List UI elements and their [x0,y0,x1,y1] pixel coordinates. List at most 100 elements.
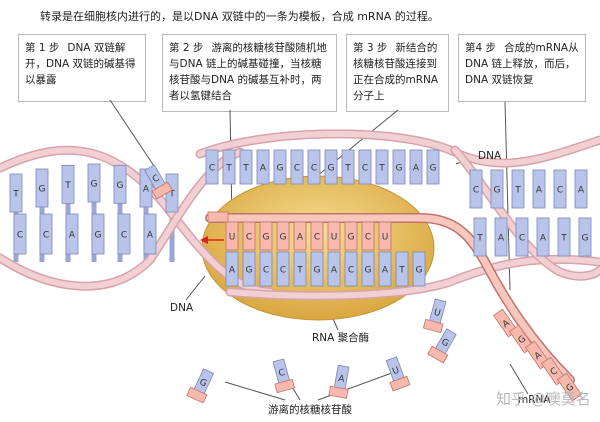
free-nucleotide-phosphate [186,386,208,404]
template-base: T [293,251,307,287]
template-base: G [412,251,426,287]
left-top-base-letter: T [64,181,71,191]
mrna-tail-base-letter: G [565,382,576,394]
step-3-box: 第 3 步新结合的核糖核苷酸连接到正在合成的mRNA 分子上 [346,34,449,112]
mrna-leader [509,363,529,395]
nontemplate-base-letter: T [344,164,351,174]
free-nucleotide-letter: U [433,308,442,319]
right-top-base-letter: A [578,186,585,196]
template-base: C [259,251,273,287]
left-bottom-base-letter: C [121,231,127,241]
right-bottom-base: T [473,217,487,257]
step-1-leader [109,99,159,173]
right-bottom-base: A [494,217,508,257]
left-top-base-letter: G [91,180,98,190]
template-base: A [225,251,239,287]
free-nucleotide-letter: C [278,368,287,379]
free-nucleotide-letter: A [337,374,346,385]
rna-base-letter: A [297,233,304,243]
rna-base: C [242,221,256,251]
rna-base: U [225,221,239,251]
left-bottom-base: C [13,213,27,255]
nontemplate-base: A [409,149,423,185]
template-base: C [276,251,290,287]
nontemplate-base: T [341,149,355,185]
nontemplate-base: G [426,149,440,185]
rna-base: G [344,221,358,251]
mrna-tail-base-letter: G [517,334,528,346]
left-top-base-letter: T [168,190,175,200]
left-top-base-letter: G [39,185,46,195]
right-top-base-letter: C [557,186,563,196]
left-bottom-base-letter: C [43,231,49,241]
step-4-leader [504,101,511,291]
rna-base-letter: U [331,233,338,243]
template-base: G [361,251,375,287]
step-2-text: 游离的核糖核苷酸随机地与DNA 链上的碱基碰撞，当核糖核苷酸与DNA 的碱基互补… [169,42,327,102]
right-top-base-letter: C [473,186,479,196]
right-top-base: A [532,169,546,209]
rna-base: U [327,221,341,251]
left-top-base: G [87,163,101,203]
template-base-letter: A [331,266,338,276]
right-top-base: C [469,169,483,209]
step-2-heading: 第 2 步 [169,42,204,54]
nontemplate-base: T [222,149,236,185]
template-base-letter: G [314,266,321,276]
left-bottom-base: C [39,213,53,255]
incoming-nucleotide [207,211,229,223]
nontemplate-base-letter: G [430,164,437,174]
right-top-base: A [574,169,588,209]
rna-base-letter: G [348,233,355,243]
nontemplate-base-letter: C [294,164,300,174]
nontemplate-base: C [358,149,372,185]
watermark: 知乎 @噢莫名 [496,390,591,408]
step-3-heading: 第 3 步 [353,42,388,54]
right-top-base: T [511,169,525,209]
nontemplate-base: G [324,149,338,185]
left-bottom-base: G [91,213,105,255]
template-base-letter: C [263,266,269,276]
step-4-box: 第4 步合成的mRNA从 DNA 链上释放，而后，DNA 双链恢复 [458,34,586,102]
rna-base: G [276,221,290,251]
template-base-letter: C [348,266,354,276]
free-nucleotide-phosphate [274,378,296,394]
nontemplate-base: T [375,149,389,185]
right-bottom-base: C [515,217,529,257]
free-nucleotide-letter: C [151,173,161,185]
nontemplate-base-letter: C [311,164,317,174]
ntp-leader-a [224,381,286,401]
left-top-base-letter: G [117,181,124,191]
direction-arrow [200,236,224,244]
right-bottom-base-letter: A [540,234,547,244]
right-top-base-letter: A [536,186,543,196]
template-base-letter: T [296,266,303,276]
nontemplate-base-letter: G [328,164,335,174]
rna-base: U [378,221,392,251]
rna-polymerase-label: RNA 聚合酶 [312,332,370,344]
left-bottom-base-letter: C [17,231,23,241]
nontemplate-base: G [392,149,406,185]
nontemplate-base-letter: C [209,164,215,174]
rna-base-letter: G [280,233,287,243]
dna-left-leader [185,275,206,301]
nontemplate-base-letter: A [413,164,420,174]
free-nucleotide-letter: U [391,366,401,378]
step-3-text: 新结合的核糖核苷酸连接到正在合成的mRNA 分子上 [353,42,439,102]
rna-base-letter: C [246,233,252,243]
nontemplate-base-letter: G [277,164,284,174]
template-base: A [327,251,341,287]
rna-base-letter: G [263,233,270,243]
nontemplate-base: T [239,149,253,185]
left-top-base: G [35,168,49,208]
nontemplate-base: C [205,149,219,185]
right-top-base-letter: T [514,186,521,196]
template-base-letter: A [229,266,236,276]
nontemplate-base: G [273,149,287,185]
step-2-box: 第 2 步游离的核糖核苷酸随机地与DNA 链上的碱基碰撞，当核糖核苷酸与DNA … [162,34,337,112]
free-nucleotide-letter: G [439,337,450,349]
left-bottom-base: C [117,213,131,255]
template-base-letter: G [246,266,253,276]
